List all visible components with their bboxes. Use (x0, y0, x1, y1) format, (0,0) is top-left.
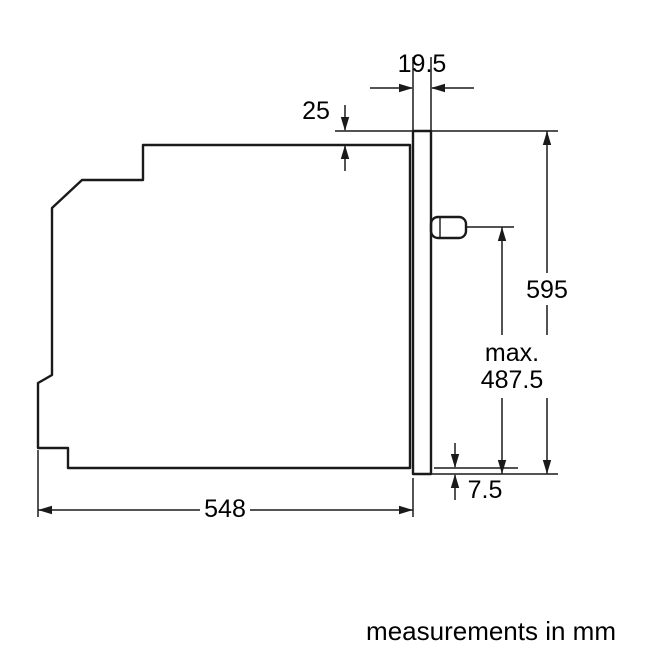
dim-label-depth: 548 (204, 495, 246, 523)
arrowhead-595-bottom (542, 460, 552, 474)
arrowhead-548-right (399, 505, 413, 515)
label-mask-595 (525, 273, 569, 305)
dim-label-top-clearance: 25 (302, 97, 330, 125)
oven-body-outline (36, 143, 412, 470)
arrowhead-595-top (542, 131, 552, 145)
units-caption: measurements in mm (366, 616, 616, 646)
arrowhead-487-5-top (497, 227, 507, 241)
arrowhead-19-5-left (399, 83, 413, 93)
oven-handle (429, 215, 468, 240)
oven-door-front-panel (411, 129, 433, 476)
label-mask-487-5 (465, 335, 559, 398)
arrowhead-7-5-up (450, 474, 460, 488)
dim-label-bottom-overhang: 7.5 (468, 476, 503, 504)
dim-label-max: max. (485, 339, 539, 367)
arrowhead-7-5-down (450, 454, 460, 468)
arrowhead-25-up (340, 145, 350, 159)
dim-label-height: 595 (526, 276, 568, 304)
arrowhead-19-5-right (431, 83, 445, 93)
dim-label-front-panel-thickness: 19.5 (398, 50, 447, 78)
arrowhead-548-left (38, 505, 52, 515)
label-mask-548 (200, 494, 250, 525)
arrowhead-487-5-bottom (497, 460, 507, 474)
dim-label-max-value: 487.5 (481, 366, 544, 394)
arrowhead-25-down (340, 117, 350, 131)
